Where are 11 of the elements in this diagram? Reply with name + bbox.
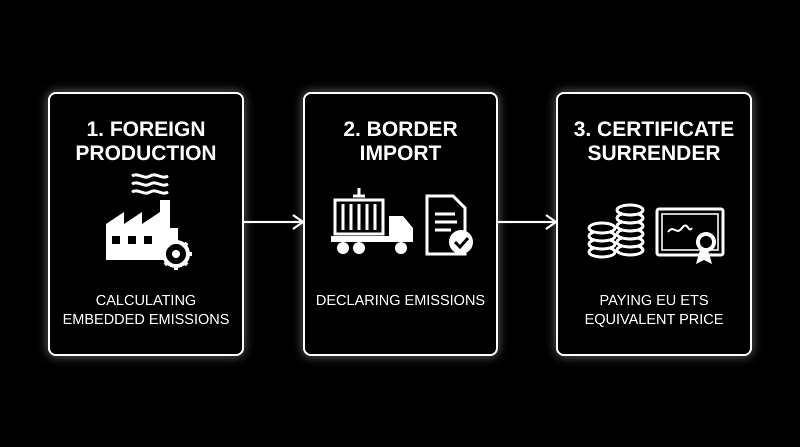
- step-title: 1. FOREIGN PRODUCTION: [74, 118, 218, 166]
- step-title: 3. CERTIFICATE SURRENDER: [572, 118, 736, 166]
- step-description: DECLARING EMISSIONS: [314, 292, 486, 311]
- arrow: [244, 214, 304, 230]
- arrow: [498, 214, 558, 230]
- step-description: PAYING EU ETS EQUIVALENT PRICE: [584, 292, 724, 330]
- step-card: [556, 92, 752, 356]
- step-card: [303, 92, 498, 356]
- step-title: 2. BORDER IMPORT: [342, 118, 459, 166]
- step-card: [48, 92, 244, 356]
- step-description: CALCULATING EMBEDDED EMISSIONS: [62, 292, 230, 330]
